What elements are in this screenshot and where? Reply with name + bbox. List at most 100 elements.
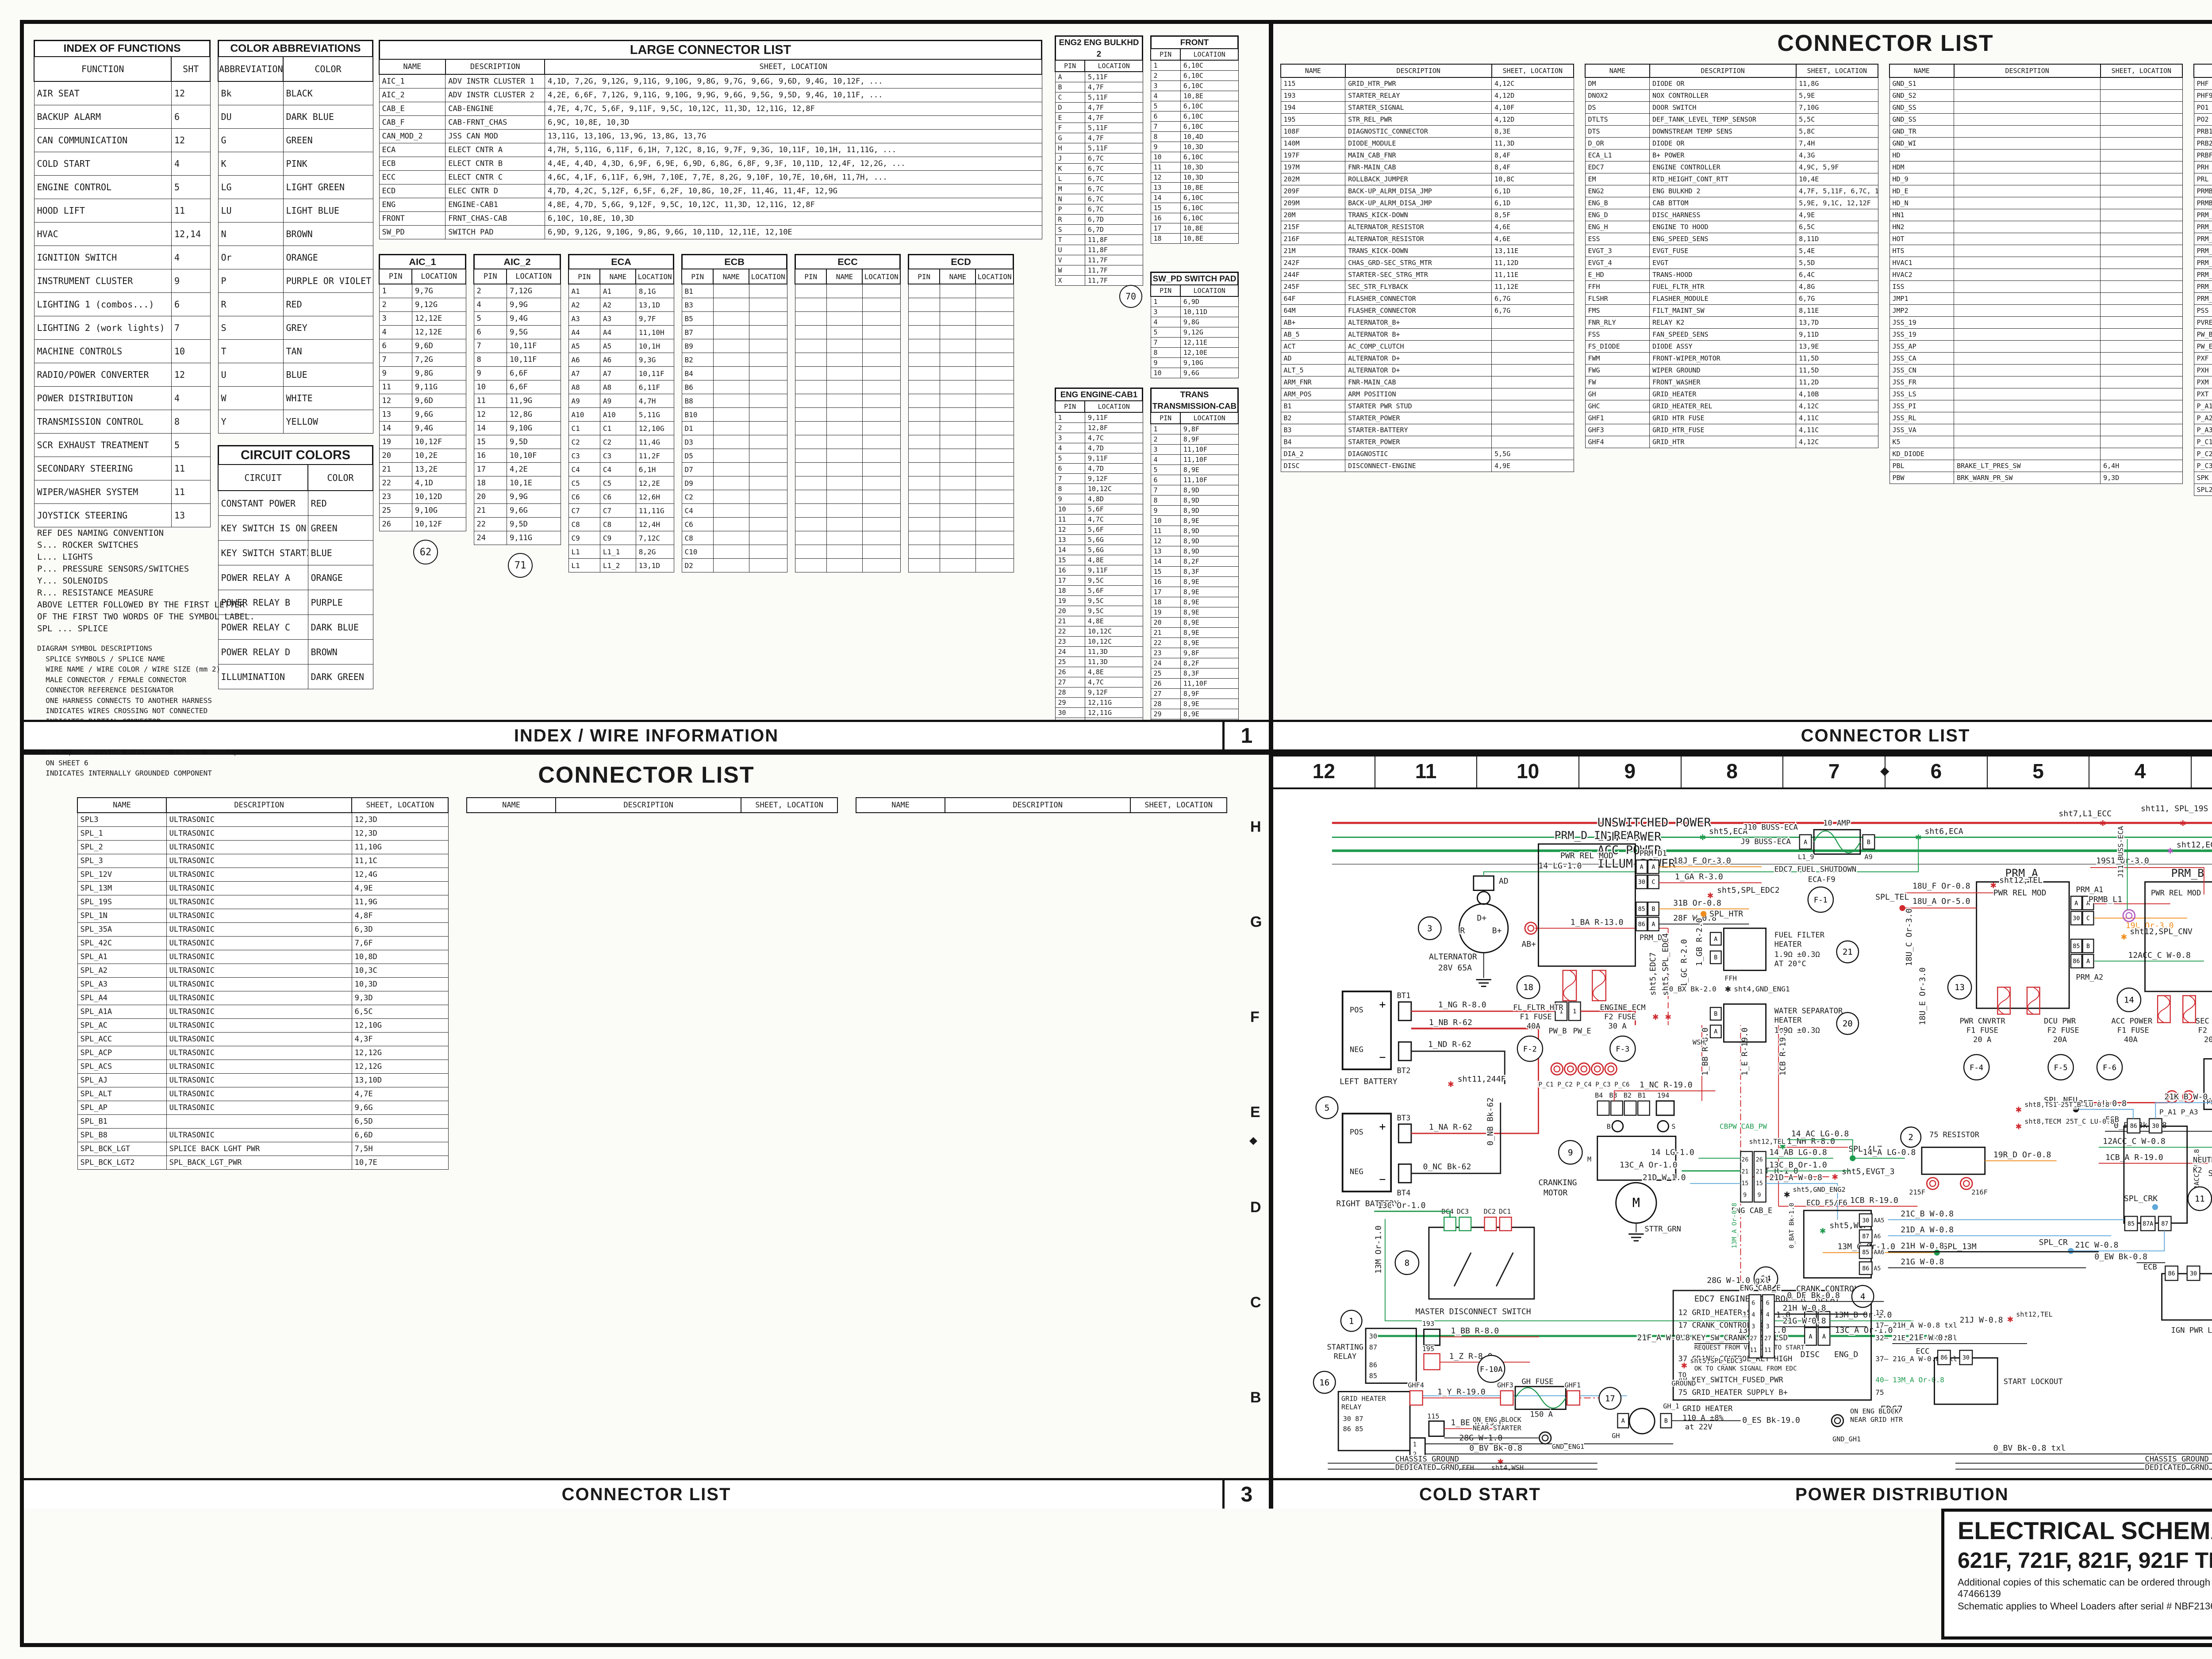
- wire-label: PW_E: [1573, 1027, 1591, 1036]
- table-cell: 18: [1055, 585, 1085, 596]
- table-cell: 7: [1150, 121, 1181, 132]
- table-cell: 10,3D: [351, 977, 449, 991]
- table-cell: EVGT: [1649, 257, 1797, 269]
- ring-terminal-inner: [1567, 1065, 1574, 1073]
- table-cell: 1: [1150, 423, 1181, 434]
- connector-pin-label: 86: [1862, 1265, 1869, 1272]
- table-cell: [826, 558, 863, 572]
- table-cell: ULTRASONIC: [166, 854, 352, 868]
- wire-label: 12ACC W-0.8: [2193, 1149, 2200, 1194]
- table-cell: SPL_3: [77, 854, 167, 868]
- table-cell: TRANS_KICK-DOWN: [1345, 209, 1492, 221]
- wire-label: 4: [1766, 1312, 1770, 1318]
- table-row: HOT: [1889, 233, 2183, 245]
- connector-pin: [1409, 1390, 1423, 1406]
- table-cell: [939, 311, 976, 326]
- table-header: LOCATION: [635, 269, 674, 284]
- table-cell: [749, 339, 787, 353]
- connector-pin: [2127, 1118, 2141, 1134]
- table-cell: [713, 517, 749, 531]
- table-cell: 7,4H: [1796, 137, 1878, 150]
- table-header: NAME: [599, 269, 637, 284]
- table-cell: A2: [568, 298, 600, 312]
- table-header: LOCATION: [1180, 412, 1239, 424]
- wire-label: RIGHT BATTERY: [1336, 1199, 1399, 1209]
- wire-label: 11: [1764, 1347, 1771, 1354]
- wire-label: EDC7: [1881, 1404, 1903, 1415]
- note-line: L... LIGHTS: [37, 552, 93, 562]
- table-cell: [1491, 388, 1574, 400]
- table-cell: SPL_AP: [77, 1101, 167, 1115]
- wire-label: 28G W-1.0 gxl: [1707, 1276, 1770, 1285]
- table-cell: [862, 407, 901, 422]
- table-cell: [713, 435, 749, 449]
- note-line: ABOVE LETTER FOLLOWED BY THE FIRST LETTE…: [37, 600, 245, 610]
- table-cell: 197M: [1280, 161, 1346, 173]
- wire-label: P_C1 P_C2 P_C4 P_C3 P_C6: [1538, 1081, 1629, 1088]
- ring-terminal: [1550, 1062, 1564, 1075]
- table-cell: FRONT: [379, 211, 446, 226]
- table-cell: S: [1055, 224, 1085, 235]
- wire: [1613, 1090, 1716, 1101]
- table-cell: BROWN: [307, 639, 373, 664]
- table-cell: ENG_H: [1585, 221, 1650, 233]
- table-cell: [862, 476, 901, 490]
- table-cell: C7: [568, 503, 600, 518]
- table-cell: 194: [1280, 101, 1346, 114]
- table-cell: ARM POSITION: [1345, 388, 1492, 400]
- connector-pin: [1610, 1100, 1624, 1116]
- table-row: JSS_CN: [1889, 364, 2183, 376]
- table-cell: [1954, 137, 2101, 150]
- wire-label: ECC: [1916, 1347, 1930, 1356]
- wire-label: STARTING: [1327, 1343, 1363, 1352]
- wire-label: ENG_D: [1834, 1350, 1858, 1359]
- table-cell: CHAS_GRD-SEC_STRG_MTR: [1345, 257, 1492, 269]
- wire-label: sht5,ECA: [1709, 827, 1747, 836]
- table-cell: SPL_42C: [77, 936, 167, 950]
- table-header: PIN: [907, 269, 941, 284]
- table-cell: PRM_D1: [2193, 280, 2212, 293]
- table-cell: 12,11G: [1084, 697, 1143, 708]
- table-cell: HVAC2: [1889, 269, 1955, 281]
- table-row: [795, 325, 901, 339]
- table-row: PRM_A1PRM OUTPUT4,5G: [2193, 221, 2212, 233]
- table-cell: AD: [1280, 352, 1346, 365]
- title-block-note1: Additional copies of this schematic can …: [1958, 1577, 2212, 1599]
- wire-label: DC3: [1457, 1208, 1469, 1216]
- ring-terminal-inner: [1580, 1065, 1588, 1073]
- panel2-title: CONNECTOR LIST: [1777, 31, 1994, 56]
- wire-label: 19S1 Or-3.0: [2096, 856, 2149, 866]
- table-cell: [862, 490, 901, 504]
- table-cell: 12: [473, 407, 507, 422]
- table-cell: 193: [1280, 89, 1346, 102]
- table-cell: RED: [307, 490, 373, 516]
- wire-label: sht12,TEL: [1999, 876, 2043, 885]
- table-cell: D: [1055, 102, 1085, 113]
- wire-label: sht6,ECA: [1925, 827, 1963, 836]
- table-cell: BROWN: [283, 222, 373, 246]
- table-cell: 4,7C: [1084, 514, 1143, 525]
- table-cell: 5: [1150, 327, 1181, 338]
- table-cell: Y: [218, 410, 284, 434]
- table-cell: FNR-MAIN_CAB: [1345, 161, 1492, 173]
- table-cell: [826, 353, 863, 367]
- table-cell: [908, 503, 940, 518]
- ring-terminal: [1590, 1062, 1604, 1075]
- table-cell: 9,11G: [506, 531, 561, 545]
- table-cell: 10,12F: [411, 517, 466, 531]
- ring-terminal: [1538, 1431, 1552, 1445]
